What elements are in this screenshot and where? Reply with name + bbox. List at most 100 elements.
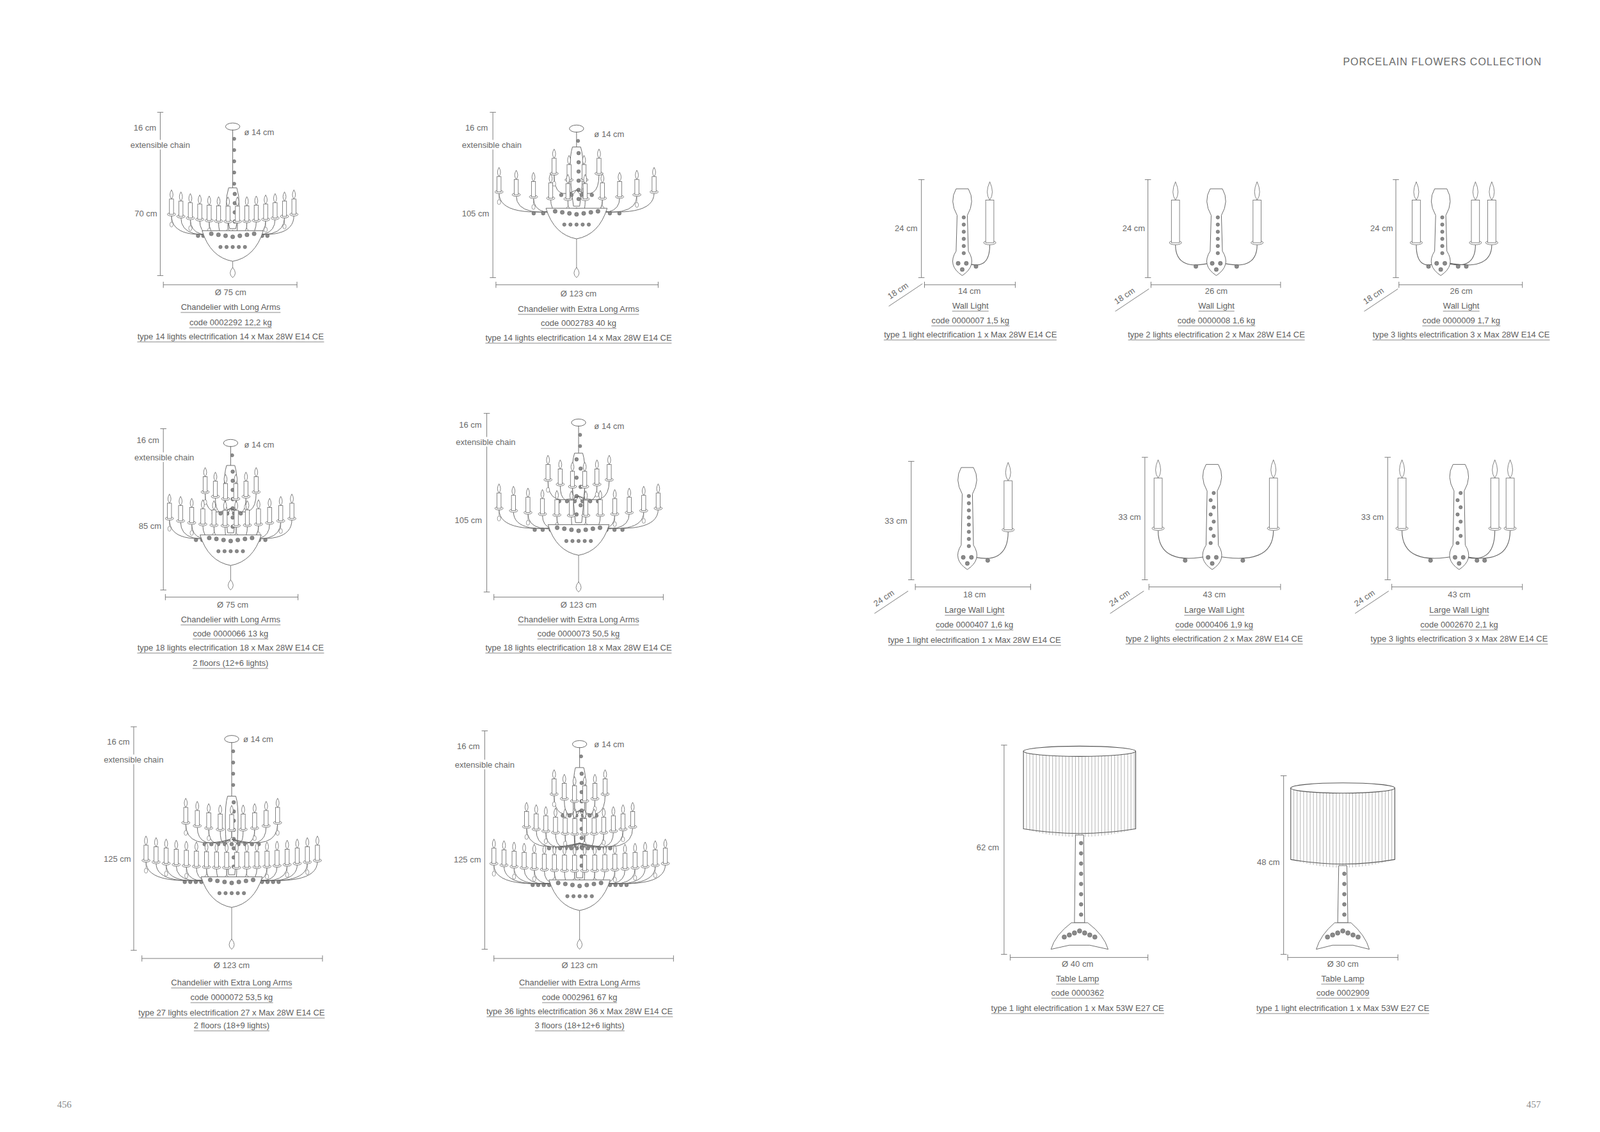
- product-caption: Wall Light: [1198, 300, 1235, 312]
- porcelain-flower: [236, 890, 240, 895]
- dimension-line: [908, 579, 915, 580]
- porcelain-flower: [576, 169, 581, 174]
- dimension-line: [483, 412, 491, 414]
- wall-plate: [1431, 188, 1451, 276]
- dimension-line: [1052, 755, 1053, 835]
- flame: [179, 496, 183, 505]
- candle: [223, 510, 228, 526]
- dimension-line: [1025, 752, 1027, 830]
- candle: [656, 492, 660, 509]
- dimension-label: Ø 123 cm: [212, 959, 251, 969]
- product-caption: code 0002670 2,1 kg: [1420, 618, 1498, 630]
- porcelain-flower: [1342, 881, 1347, 886]
- dimension-line: [208, 830, 210, 837]
- porcelain-flower: [1087, 932, 1092, 937]
- dimension-line: [918, 179, 925, 180]
- product-caption: Wall Light: [952, 300, 989, 312]
- dimension-line: [1384, 789, 1386, 862]
- porcelain-flower: [961, 215, 966, 219]
- porcelain-flower: [230, 234, 235, 239]
- porcelain-flower: [556, 880, 560, 885]
- dimension-label: 33 cm: [1116, 511, 1142, 521]
- flame: [218, 804, 223, 814]
- flame: [290, 494, 294, 504]
- porcelain-flower: [592, 881, 596, 886]
- dimension-line: [494, 596, 664, 598]
- dimension-line: [1127, 753, 1129, 831]
- candle: [233, 483, 238, 499]
- porcelain-flower: [562, 526, 567, 531]
- dimension-line: [280, 522, 281, 530]
- dimension-line: [1123, 753, 1125, 832]
- dimension-line: [227, 223, 229, 230]
- product-caption: 3 floors (18+12+6 lights): [535, 1020, 625, 1032]
- porcelain-flower: [576, 160, 581, 165]
- porcelain-flower: [967, 522, 971, 527]
- porcelain-flower: [276, 880, 281, 884]
- flame: [144, 835, 148, 845]
- central-stem: [570, 147, 584, 207]
- dimension-line: [565, 835, 566, 842]
- flame: [257, 499, 261, 509]
- porcelain-flower: [974, 264, 978, 269]
- flame: [204, 842, 208, 852]
- porcelain-flower: [1210, 561, 1215, 566]
- product-caption: Chandelier with Extra Long Arms: [519, 977, 640, 989]
- dimension-line: [1141, 456, 1149, 458]
- dimension-line: [1299, 789, 1301, 862]
- porcelain-flower: [250, 535, 255, 540]
- dimension-line: [1111, 754, 1112, 834]
- candle: [218, 813, 223, 829]
- candle: [278, 505, 283, 521]
- porcelain-flower: [985, 558, 990, 562]
- candle: [305, 846, 310, 862]
- page-number: 457: [1526, 1099, 1542, 1110]
- dimension-label: 24 cm: [893, 222, 919, 233]
- porcelain-flower: [961, 243, 966, 248]
- flame: [236, 197, 240, 207]
- chandelier-arm: [220, 830, 232, 844]
- flame: [512, 841, 516, 851]
- wall-plate: [952, 188, 973, 276]
- dimension-line: [567, 200, 569, 208]
- dimension-line: [1342, 792, 1344, 868]
- chandelier-arm: [574, 834, 580, 848]
- candle: [592, 855, 597, 871]
- dimension-line: [1091, 755, 1092, 837]
- crystal-drop: [613, 521, 617, 527]
- dimension-label: Ø 75 cm: [215, 599, 250, 609]
- flame: [190, 497, 194, 507]
- candle: [188, 202, 192, 219]
- product-caption: code 0000007 1,5 kg: [931, 314, 1010, 326]
- porcelain-flower: [218, 511, 223, 516]
- flame: [292, 190, 296, 200]
- flame: [207, 803, 211, 813]
- porcelain-flower: [590, 526, 595, 531]
- dimension-line: [1326, 792, 1327, 867]
- porcelain-flower: [590, 193, 594, 198]
- dimension-line: [1375, 791, 1376, 864]
- flame: [195, 801, 200, 811]
- dimension-line: [160, 112, 161, 276]
- dimension-line: [533, 199, 534, 206]
- crystal-drop: [279, 528, 283, 534]
- ceiling-cup: [225, 122, 240, 130]
- porcelain-flower: [1240, 558, 1245, 562]
- porcelain-flower: [1216, 243, 1220, 248]
- porcelain-flower: [1216, 222, 1220, 226]
- porcelain-flower: [1335, 930, 1341, 936]
- dimension-line: [1029, 752, 1031, 831]
- porcelain-flower: [1216, 236, 1220, 240]
- product-caption: type 3 lights electrification 3 x Max 28…: [1370, 633, 1549, 645]
- product-caption: Chandelier with Long Arms: [181, 301, 281, 313]
- dimension-label: 18 cm: [885, 279, 912, 302]
- dimension-line: [513, 868, 515, 875]
- dimension-line: [614, 515, 616, 523]
- dimension-line: [493, 593, 495, 601]
- flame: [582, 155, 586, 165]
- candle: [167, 503, 172, 519]
- flame: [1005, 462, 1011, 481]
- porcelain-flower: [224, 890, 228, 895]
- chandelier-arm: [230, 492, 256, 512]
- porcelain-flower: [961, 554, 966, 559]
